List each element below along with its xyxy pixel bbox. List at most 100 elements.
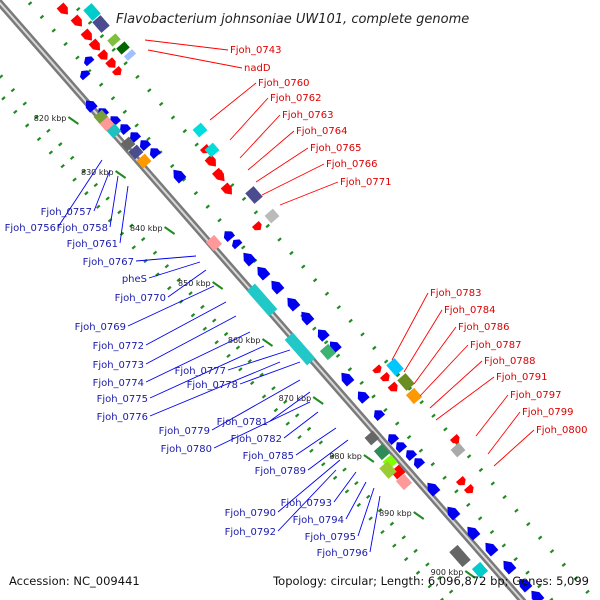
reverse-gene-label[interactable]: Fjoh_0790 [225,508,276,519]
callout-line [429,360,483,409]
reverse-gene-label[interactable]: Fjoh_0773 [93,360,144,371]
reverse-gene-label[interactable]: Fjoh_0796 [317,548,368,559]
forward-gene-label[interactable]: Fjoh_0765 [310,143,361,154]
reverse-gene-label[interactable]: Fjoh_0794 [293,515,344,526]
callout-line [145,315,237,365]
reverse-gene-label[interactable]: pheS [122,274,147,285]
reverse-gene-label[interactable]: Fjoh_0785 [243,451,294,462]
reverse-gene-label[interactable]: Fjoh_0793 [281,498,332,509]
gene-category-box [107,33,121,47]
track-dot [356,502,362,508]
forward-gene-label[interactable]: Fjoh_0764 [296,126,347,137]
track-dot [537,535,543,540]
gene-category-box [471,561,489,579]
track-dot [131,245,136,250]
forward-gene-label[interactable]: Fjoh_0799 [522,407,573,418]
forward-gene-label[interactable]: Fjoh_0788 [484,356,535,367]
reverse-gene-label[interactable]: Fjoh_0772 [93,341,144,352]
track-dot [392,543,397,548]
reverse-gene-arrow [467,526,481,541]
track-dot [336,305,342,310]
reverse-gene-label[interactable]: Fjoh_0774 [93,378,144,389]
callout-line [369,495,381,553]
track-dot [297,435,302,440]
callout-line [149,361,281,417]
track-dot [283,399,288,404]
reverse-gene-label[interactable]: Fjoh_0795 [305,532,356,543]
reverse-gene-label[interactable]: Fjoh_0758 [57,223,108,234]
reverse-gene-label[interactable]: Fjoh_0776 [97,412,148,423]
track-dot [247,359,252,364]
reverse-gene-label[interactable]: Fjoh_0761 [67,239,118,250]
reverse-gene-label[interactable]: Fjoh_0778 [187,380,238,391]
track-dot [312,326,317,331]
forward-gene-label[interactable]: Fjoh_0786 [458,322,509,333]
track-dot [81,169,87,174]
reverse-gene-arrow [287,297,301,312]
track-dot [294,413,300,418]
gene-category-box [246,283,278,317]
forward-gene-label[interactable]: Fjoh_0784 [444,305,495,316]
track-dot [1,96,6,101]
reverse-gene-label[interactable]: Fjoh_0781 [217,417,268,428]
forward-gene-label[interactable]: Fjoh_0766 [326,159,377,170]
track-dot [214,340,219,345]
reverse-gene-label[interactable]: Fjoh_0767 [83,257,134,268]
forward-gene-label[interactable]: Fjoh_0743 [230,45,281,56]
reverse-gene-arrow [223,231,236,243]
reverse-gene-label[interactable]: Fjoh_0782 [231,434,282,445]
track-dot [95,204,101,209]
reverse-gene-arrow [357,391,370,404]
reverse-gene-label[interactable]: Fjoh_0780 [161,444,212,455]
reverse-gene-label[interactable]: Fjoh_0789 [255,466,306,477]
reverse-gene-arrow [83,56,95,67]
forward-gene-label[interactable]: Fjoh_0771 [340,177,391,188]
track-dot [443,427,448,432]
gene-category-box [379,461,397,479]
track-dot [347,367,353,372]
forward-gene-label[interactable]: Fjoh_0787 [470,340,521,351]
forward-gene-label[interactable]: nadD [244,63,271,74]
forward-gene-label[interactable]: Fjoh_0783 [430,288,481,299]
gene-category-box [83,3,101,21]
callout-line [148,261,201,279]
forward-gene-arrow [372,364,382,374]
reverse-gene-label[interactable]: Fjoh_0770 [115,293,166,304]
track-dot [87,20,93,25]
reverse-gene-label[interactable]: Fjoh_0779 [159,426,210,437]
gene-category-box [449,544,471,568]
callout-line [57,159,103,228]
gene-category-box [93,109,109,125]
reverse-gene-label[interactable]: Fjoh_0757 [41,207,92,218]
reverse-gene-label[interactable]: Fjoh_0769 [75,322,126,333]
forward-gene-arrow [204,154,216,167]
reverse-gene-arrow [341,372,355,387]
forward-gene-label[interactable]: Fjoh_0762 [270,93,321,104]
track-dot [478,467,484,473]
track-dot [63,41,68,47]
forward-gene-label[interactable]: Fjoh_0791 [496,372,547,383]
track-dot [419,400,424,405]
forward-gene-label[interactable]: Fjoh_0800 [536,425,587,436]
reverse-gene-label[interactable]: Fjoh_0756 [5,223,56,234]
track-t-out-left [1,96,444,600]
reverse-gene-arrow [271,280,285,295]
track-dot [223,331,229,337]
reverse-gene-label[interactable]: Fjoh_0777 [175,366,226,377]
track-dot [490,481,495,486]
reverse-gene-label[interactable]: Fjoh_0775 [97,394,148,405]
gene-category-box [373,443,391,461]
reverse-gene-label[interactable]: Fjoh_0792 [225,527,276,538]
forward-gene-label[interactable]: Fjoh_0763 [282,110,333,121]
forward-gene-label[interactable]: Fjoh_0760 [258,78,309,89]
track-dot [176,277,181,282]
callout-line [145,301,227,346]
track-dot [502,494,507,500]
reverse-gene-arrow [173,169,187,184]
track-dot [332,475,338,480]
track-dot [401,535,406,540]
forward-gene-label[interactable]: Fjoh_0797 [510,390,561,401]
forward-gene-arrow [220,182,232,195]
gene-category-box [204,142,220,158]
